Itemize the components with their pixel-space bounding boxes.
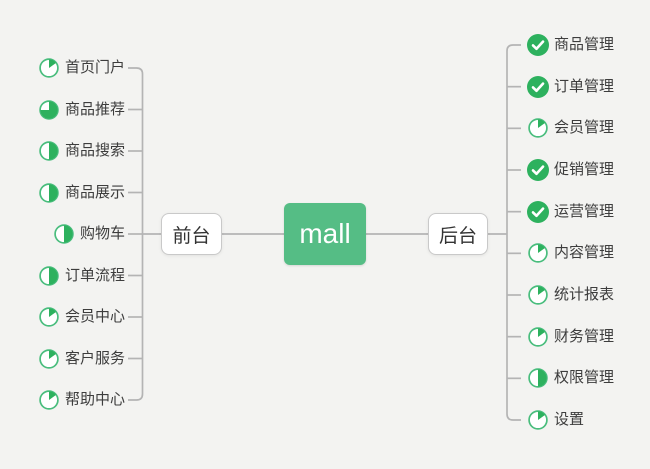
topic-item[interactable]: 会员中心 [38, 306, 125, 328]
topic-label: 客户服务 [64, 349, 125, 367]
topic-label: 商品展示 [64, 183, 125, 201]
topic-label: 内容管理 [554, 244, 615, 262]
progress-pie-icon [527, 117, 549, 139]
topic-item[interactable]: 权限管理 [527, 367, 614, 389]
progress-pie-icon [38, 389, 60, 411]
topic-item[interactable]: 财务管理 [527, 326, 614, 348]
topic-label: 权限管理 [554, 369, 615, 387]
topic-label: 设置 [554, 411, 585, 428]
topic-item[interactable]: 订单流程 [38, 265, 125, 287]
progress-pie-icon [38, 265, 60, 287]
topic-item[interactable]: 客户服务 [38, 348, 125, 370]
topic-item[interactable]: 内容管理 [527, 242, 614, 264]
progress-pie-icon [527, 409, 549, 431]
progress-pie-icon [38, 140, 60, 162]
topic-item[interactable]: 运营管理 [527, 200, 615, 223]
topic-label: 商品管理 [554, 36, 615, 53]
topic-label: 购物车 [79, 225, 125, 242]
topic-item[interactable]: 设置 [527, 409, 584, 431]
topic-item[interactable]: 帮助中心 [38, 389, 125, 411]
progress-pie-icon [527, 367, 549, 389]
topic-label: 首页门户 [64, 59, 125, 76]
topic-label: 促销管理 [554, 161, 615, 178]
topic-label: 财务管理 [554, 327, 615, 345]
frontend-branch-label: 前台 [172, 225, 211, 247]
topic-label: 统计报表 [554, 286, 615, 303]
check-icon [527, 75, 549, 98]
topic-item[interactable]: 促销管理 [527, 159, 614, 181]
topic-item[interactable]: 购物车 [53, 223, 125, 245]
root-node-label: mall [299, 218, 351, 249]
topic-item[interactable]: 会员管理 [527, 117, 614, 139]
progress-pie-icon [527, 326, 549, 348]
topic-label: 会员中心 [64, 308, 125, 325]
topic-label: 会员管理 [554, 119, 615, 137]
topic-item[interactable]: 商品搜索 [38, 140, 125, 162]
progress-pie-icon [38, 57, 60, 79]
topic-label: 商品搜索 [64, 142, 125, 159]
topic-item[interactable]: 商品展示 [38, 182, 125, 204]
progress-pie-icon [38, 348, 60, 370]
topic-label: 订单管理 [554, 77, 615, 95]
progress-pie-icon [38, 99, 60, 121]
topic-item[interactable]: 统计报表 [527, 284, 614, 306]
topic-item[interactable]: 商品管理 [527, 34, 614, 56]
progress-pie-icon [38, 182, 60, 204]
backend-branch-label: 后台 [438, 225, 477, 247]
topic-label: 商品推荐 [64, 100, 125, 118]
connector-line [506, 44, 521, 421]
progress-pie-icon [38, 306, 60, 328]
backend-branch-node[interactable]: 后台 [428, 213, 488, 255]
frontend-branch-node[interactable]: 前台 [161, 213, 222, 255]
topic-item[interactable]: 商品推荐 [38, 99, 125, 121]
topic-item[interactable]: 订单管理 [527, 75, 615, 98]
root-node-mall[interactable]: mall [284, 203, 366, 265]
check-icon [527, 34, 549, 56]
progress-pie-icon [53, 223, 75, 245]
topic-label: 订单流程 [64, 266, 125, 284]
check-icon [527, 159, 549, 181]
topic-label: 帮助中心 [64, 391, 125, 408]
progress-pie-icon [527, 242, 549, 264]
topic-item[interactable]: 首页门户 [38, 57, 125, 79]
topic-label: 运营管理 [554, 202, 615, 220]
check-icon [527, 200, 549, 223]
progress-pie-icon [527, 284, 549, 306]
